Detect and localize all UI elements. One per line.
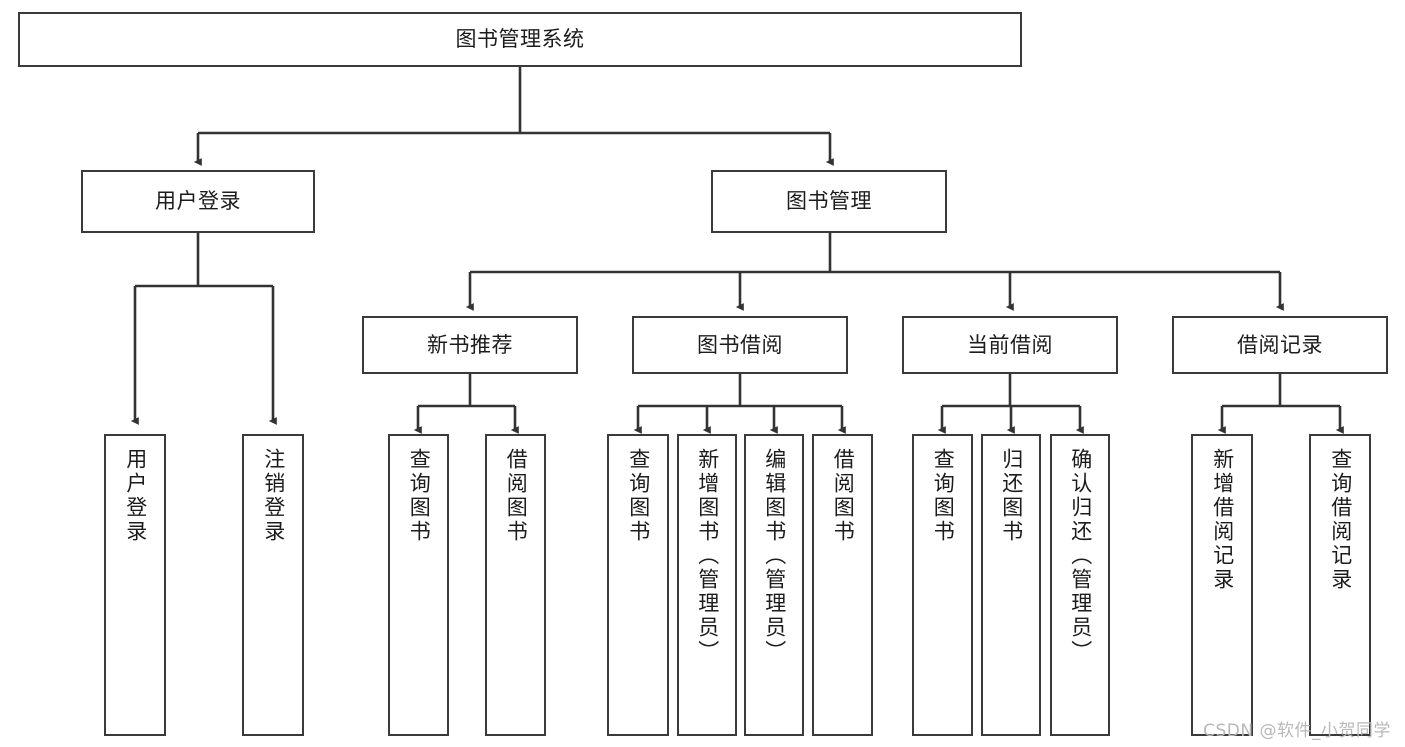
leaf-edit-book-admin[interactable]: 编辑图书（管理员） (744, 434, 804, 736)
watermark: CSDN @软件_小贺同学 (1203, 721, 1391, 741)
node-book-borrow-label: 图书借阅 (697, 332, 783, 357)
leaf-user-login-label: 用户登录 (123, 448, 148, 544)
leaf-query-book-recommend[interactable]: 查询图书 (388, 434, 449, 736)
node-root-label: 图书管理系统 (455, 27, 585, 52)
node-book-manage-label: 图书管理 (786, 189, 872, 214)
node-user-login[interactable]: 用户登录 (81, 170, 315, 233)
leaf-add-borrow-record[interactable]: 新增借阅记录 (1191, 434, 1253, 736)
node-current-borrow[interactable]: 当前借阅 (902, 316, 1118, 374)
node-user-login-label: 用户登录 (155, 189, 241, 214)
node-borrow-record-label: 借阅记录 (1237, 332, 1323, 357)
leaf-borrow-book-borrow[interactable]: 借阅图书 (812, 434, 873, 736)
node-root[interactable]: 图书管理系统 (18, 12, 1022, 67)
leaf-borrow-book-recommend-label: 借阅图书 (504, 448, 529, 544)
leaf-query-borrow-record-label: 查询借阅记录 (1328, 448, 1353, 592)
leaf-add-book-admin[interactable]: 新增图书（管理员） (677, 434, 737, 736)
leaf-query-book-borrow-label: 查询图书 (626, 448, 651, 544)
leaf-query-borrow-record[interactable]: 查询借阅记录 (1309, 434, 1371, 736)
leaf-borrow-book-recommend[interactable]: 借阅图书 (485, 434, 546, 736)
node-current-borrow-label: 当前借阅 (967, 332, 1053, 357)
leaf-query-book-current[interactable]: 查询图书 (912, 434, 973, 736)
node-book-borrow[interactable]: 图书借阅 (632, 316, 848, 374)
node-borrow-record[interactable]: 借阅记录 (1172, 316, 1388, 374)
leaf-query-book-borrow[interactable]: 查询图书 (607, 434, 669, 736)
node-new-book-recommend-label: 新书推荐 (427, 332, 513, 357)
node-new-book-recommend[interactable]: 新书推荐 (362, 316, 578, 374)
leaf-query-book-recommend-label: 查询图书 (407, 448, 432, 544)
leaf-return-book[interactable]: 归还图书 (981, 434, 1041, 736)
leaf-return-book-label: 归还图书 (999, 448, 1024, 544)
node-book-manage[interactable]: 图书管理 (711, 170, 947, 233)
leaf-add-borrow-record-label: 新增借阅记录 (1210, 448, 1235, 592)
leaf-confirm-return-admin[interactable]: 确认归还（管理员） (1050, 434, 1110, 736)
leaf-borrow-book-borrow-label: 借阅图书 (831, 448, 856, 544)
leaf-user-logout[interactable]: 注销登录 (242, 434, 304, 736)
leaf-user-logout-label: 注销登录 (261, 448, 286, 544)
leaf-query-book-current-label: 查询图书 (931, 448, 956, 544)
leaf-user-login[interactable]: 用户登录 (104, 434, 166, 736)
leaf-edit-book-admin-label: 编辑图书（管理员） (762, 448, 787, 664)
leaf-add-book-admin-label: 新增图书（管理员） (695, 448, 720, 664)
leaf-confirm-return-admin-label: 确认归还（管理员） (1068, 448, 1093, 664)
